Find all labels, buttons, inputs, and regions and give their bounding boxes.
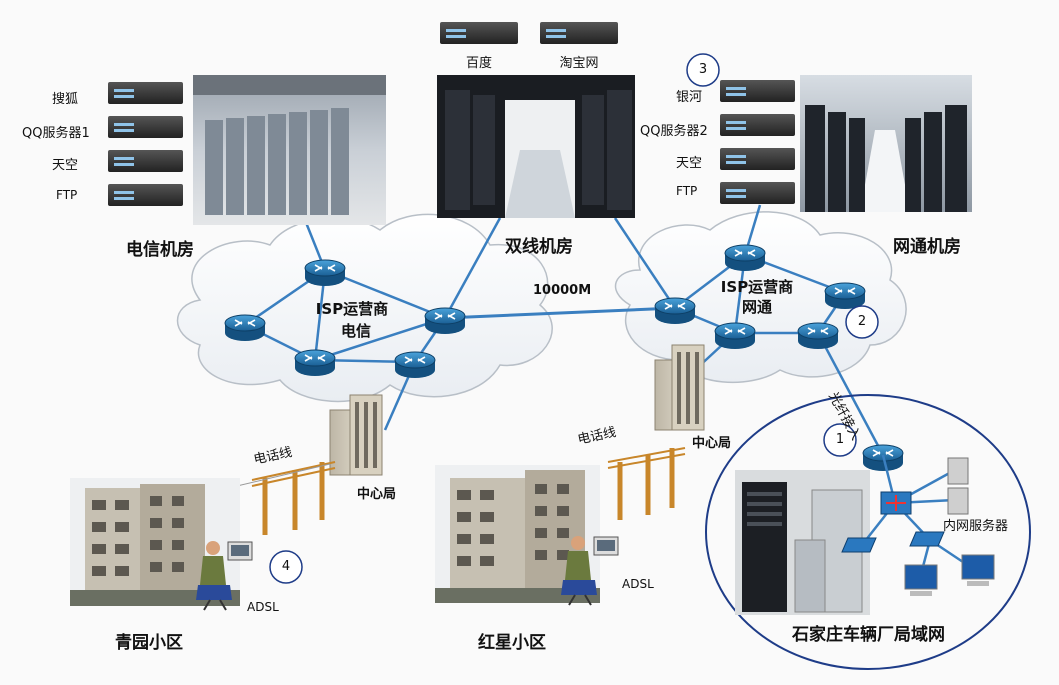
telecom-server-label: 天空: [52, 158, 79, 173]
dual-room-photo: [437, 75, 635, 218]
router-icon: [654, 297, 696, 324]
server-icon: [440, 22, 518, 44]
adsl-user-right: [561, 536, 619, 606]
lan-server-label: 内网服务器: [943, 519, 1009, 534]
utility-poles-right: [617, 448, 675, 520]
pc-icon: [904, 564, 938, 596]
dual-server-label: 百度: [465, 56, 493, 71]
hongxing-community-title: 红星小区: [478, 633, 546, 653]
marker-2-label: 2: [857, 314, 867, 329]
switch-icon: [841, 537, 877, 553]
server-icon: [720, 80, 795, 102]
router-icon: [824, 282, 866, 309]
adsl-label-left: ADSL: [247, 600, 279, 614]
server-icon: [108, 82, 183, 104]
telecom-room-title: 电信机房: [126, 240, 194, 260]
marker-1-label: 1: [835, 432, 845, 447]
adsl-user-left: [196, 541, 253, 611]
qingyuan-community-title: 青园小区: [115, 633, 183, 653]
server-icon: [720, 148, 795, 170]
core-switch-icon: [880, 491, 912, 515]
dual-server-stack: [440, 22, 618, 44]
telecom-server-label: QQ服务器1: [22, 126, 90, 141]
link-10000m: [444, 306, 676, 320]
router-icon: [714, 322, 756, 349]
link-speed-label: 10000M: [533, 283, 592, 298]
dual-server-label: 淘宝网: [559, 56, 599, 71]
lan-server-icon: [947, 457, 969, 515]
central-office-label-left: 中心局: [357, 487, 397, 502]
router-icon: [294, 349, 336, 376]
central-office-building-right: [654, 344, 705, 431]
server-icon: [540, 22, 618, 44]
netcom-room-photo: [800, 75, 972, 212]
telecom-server-label: 搜狐: [52, 92, 79, 107]
link: [613, 217, 677, 309]
marker-3: [686, 53, 720, 87]
link: [314, 316, 446, 362]
dual-room-title: 双线机房: [505, 237, 573, 257]
central-office-label-right: 中心局: [692, 436, 732, 451]
isp-telecom-sublabel: 电信: [340, 322, 372, 340]
link: [443, 217, 502, 319]
marker-1: [823, 423, 857, 457]
telecom-server-stack: [108, 82, 183, 206]
lan-title: 石家庄车辆厂局域网: [792, 625, 945, 645]
netcom-server-label: 银河: [676, 90, 703, 105]
central-office-building-left: [329, 394, 383, 476]
router-icon: [394, 351, 436, 378]
server-icon: [720, 114, 795, 136]
server-icon: [108, 150, 183, 172]
isp-netcom-label: ISP运营商: [720, 278, 794, 296]
marker-4: [269, 550, 303, 584]
netcom-server-stack: [720, 80, 795, 204]
server-icon: [108, 116, 183, 138]
netcom-room-title: 网通机房: [893, 237, 961, 257]
router-icon: [724, 244, 766, 271]
lan-boundary: [705, 394, 1031, 670]
isp-telecom-label: ISP运营商: [315, 300, 389, 318]
marker-2: [845, 305, 879, 339]
server-icon: [108, 184, 183, 206]
adsl-label-right: ADSL: [622, 577, 654, 591]
router-icon: [797, 322, 839, 349]
link-fiber: [816, 332, 885, 456]
isp-netcom-sublabel: 网通: [741, 298, 773, 316]
telecom-room-photo: [193, 75, 386, 225]
pc-icon: [961, 554, 995, 586]
netcom-server-label: QQ服务器2: [640, 124, 708, 139]
router-icon: [424, 307, 466, 334]
telecom-server-label: FTP: [56, 188, 78, 202]
marker-4-label: 4: [281, 559, 291, 574]
netcom-server-label: 天空: [676, 156, 703, 171]
hongxing-community-photo: [435, 465, 600, 603]
marker-3-label: 3: [698, 62, 708, 77]
netcom-server-label: FTP: [676, 184, 698, 198]
switch-icon: [909, 531, 945, 547]
router-icon: [304, 259, 346, 286]
router-icon: [224, 314, 266, 341]
server-icon: [720, 182, 795, 204]
